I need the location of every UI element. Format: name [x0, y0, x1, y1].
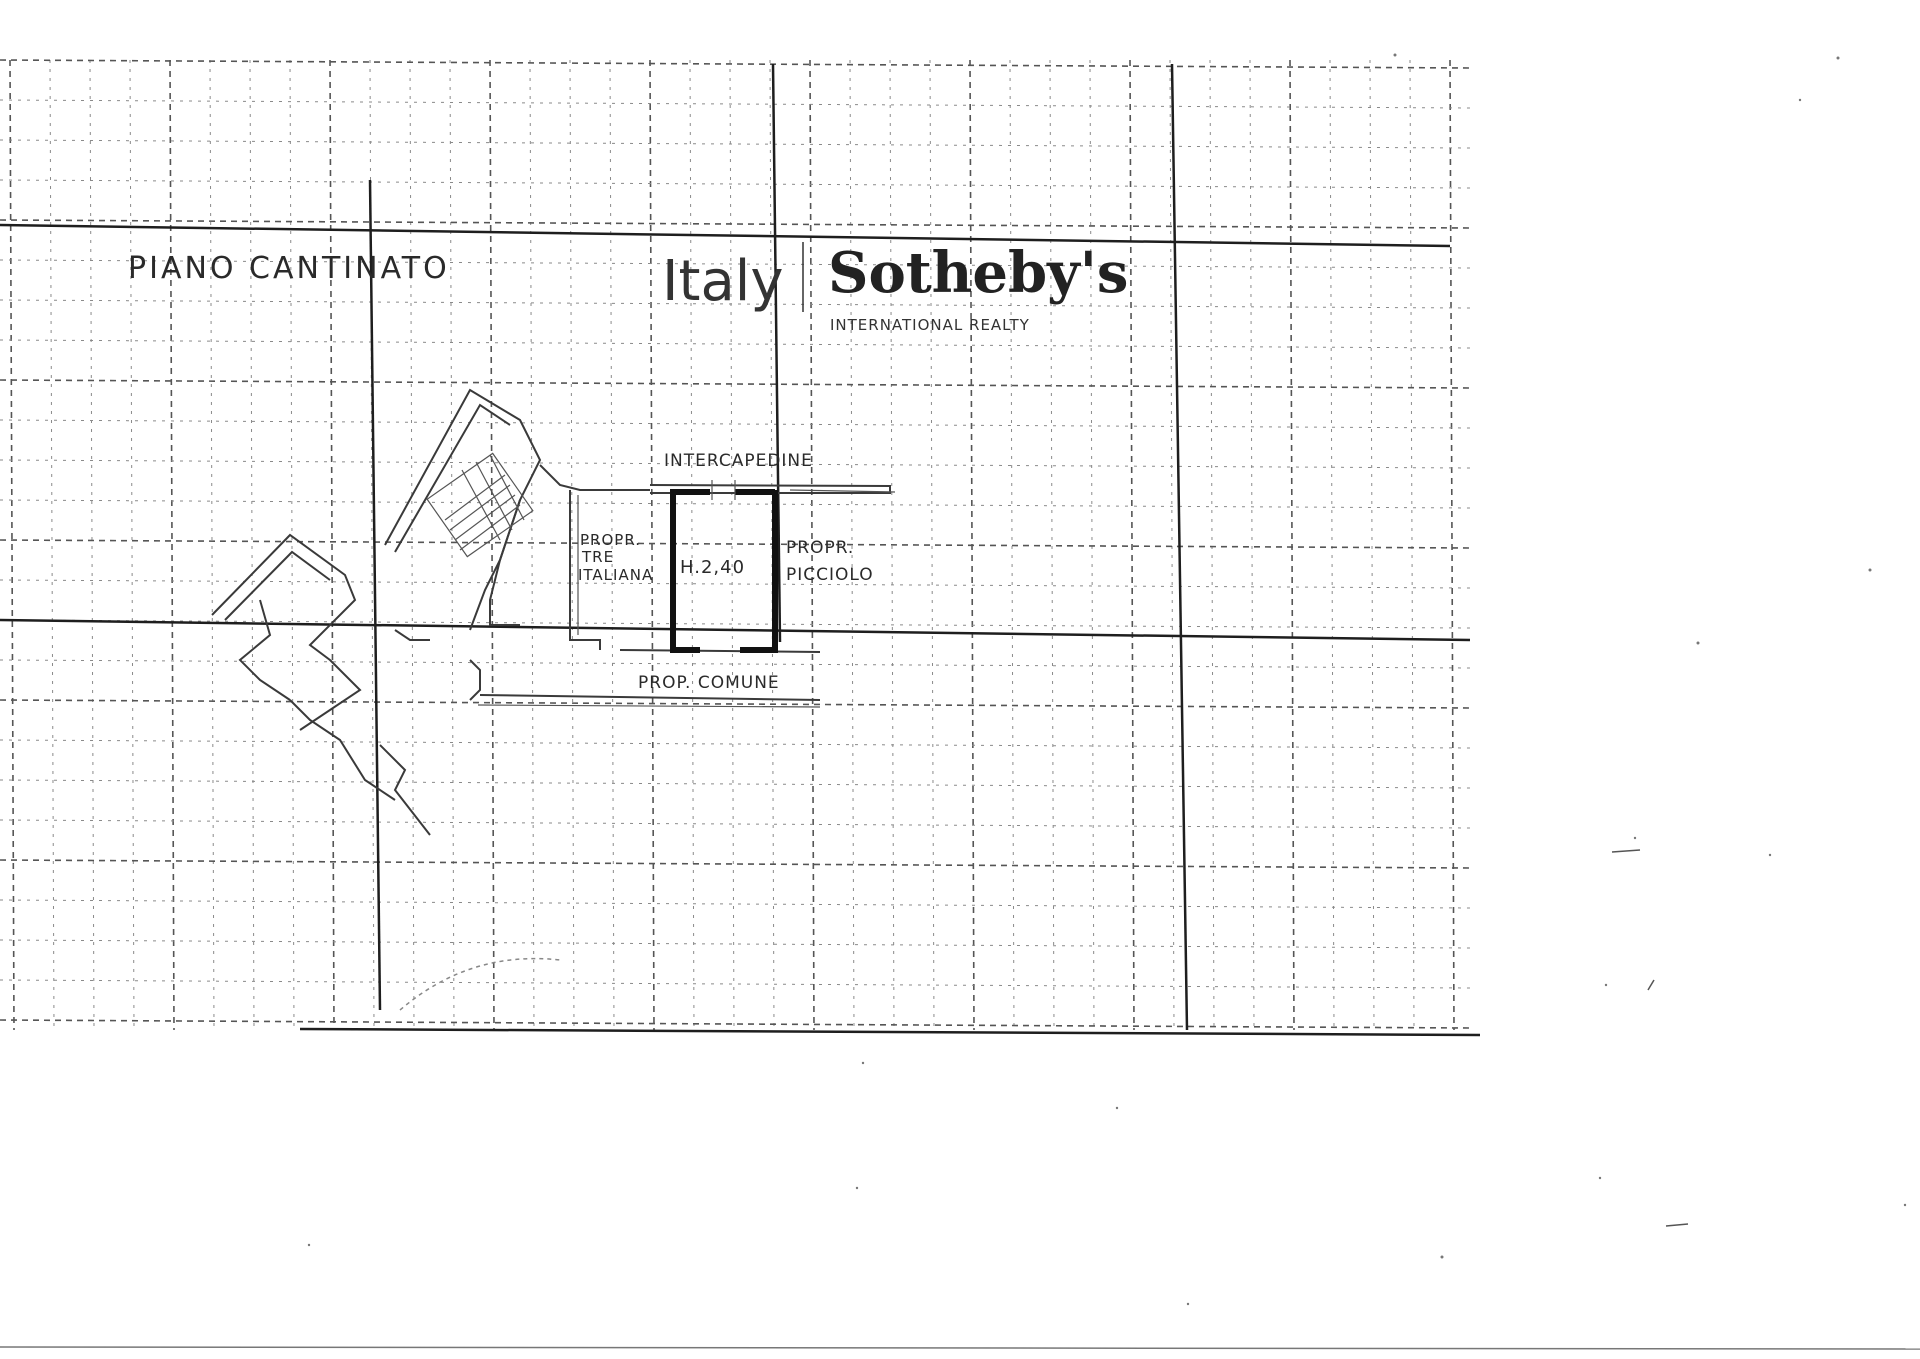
grid-line-horizontal: [0, 539, 1471, 549]
grid-line-horizontal: [0, 779, 1471, 789]
grid-line-vertical: [929, 59, 935, 1031]
label-intercapedine: INTERCAPEDINE: [664, 451, 813, 471]
label-propr-left-1: PROPR.: [580, 531, 641, 549]
grid-line-horizontal: [0, 139, 1471, 149]
grid-line-horizontal: [0, 219, 1471, 229]
sheet-title: PIANO CANTINATO: [128, 251, 450, 286]
grid-line-horizontal: [0, 739, 1471, 749]
grid-line-horizontal: [0, 819, 1471, 829]
grid-line-vertical: [649, 59, 655, 1031]
grid-line-vertical: [49, 59, 55, 1031]
grid-line-vertical: [329, 59, 335, 1031]
label-prop-comune: PROP. COMUNE: [638, 673, 780, 693]
grid-line-horizontal: [0, 899, 1471, 909]
grid-line-horizontal: [0, 979, 1471, 989]
grid-line-horizontal: [0, 259, 1471, 269]
grid-line-vertical: [1329, 59, 1335, 1031]
grid-line-vertical: [1449, 59, 1455, 1031]
grid-line-horizontal: [0, 379, 1471, 389]
faint-arc: [399, 957, 561, 1011]
label-propr-right-2: PICCIOLO: [786, 565, 874, 585]
grid-line-horizontal: [0, 619, 1471, 629]
label-propr-left-3: ITALIANA: [578, 566, 653, 584]
grid-line-vertical: [1249, 59, 1255, 1031]
grid-line-vertical: [1289, 59, 1295, 1031]
grid-line-vertical: [449, 59, 455, 1031]
grid-line-horizontal: [0, 499, 1471, 509]
grid-line-vertical: [9, 59, 15, 1031]
grid-paper: [0, 59, 1471, 1031]
building-outline: [211, 388, 896, 836]
grid-line-vertical: [1129, 59, 1135, 1031]
grid-line-horizontal: [0, 59, 1471, 69]
grid-line-horizontal: [0, 579, 1471, 589]
grid-line-horizontal: [0, 299, 1471, 309]
logo-tagline: INTERNATIONAL REALTY: [830, 316, 1030, 334]
grid-line-vertical: [249, 59, 255, 1031]
grid-line-horizontal: [0, 659, 1471, 669]
grid-line-horizontal: [0, 939, 1471, 949]
grid-line-vertical: [289, 59, 295, 1031]
grid-line-horizontal: [0, 459, 1471, 469]
grid-line-vertical: [809, 59, 815, 1031]
grid-line-vertical: [1409, 59, 1415, 1031]
grid-line-vertical: [169, 59, 175, 1031]
grid-line-horizontal: [0, 99, 1471, 109]
frame-lines: [0, 63, 1920, 1350]
grid-line-vertical: [489, 59, 495, 1031]
grid-line-horizontal: [0, 419, 1471, 429]
stair-treads: [444, 454, 525, 551]
grid-line-horizontal: [0, 859, 1471, 869]
scan-specks: [307, 53, 1907, 1306]
grid-line-horizontal: [0, 179, 1471, 189]
grid-line-vertical: [1089, 59, 1095, 1031]
grid-line-vertical: [1209, 59, 1215, 1031]
label-unit-height: H.2,40: [680, 557, 745, 578]
label-propr-left-2: TRE: [581, 548, 614, 566]
scan-marks: [1611, 849, 1689, 1227]
grid-line-horizontal: [0, 339, 1471, 349]
cellar-unit: [670, 480, 778, 653]
grid-line-horizontal: [0, 1019, 1471, 1029]
logo-sothebys-text: Sotheby's: [828, 240, 1128, 306]
brand-logo: Italy Sotheby's INTERNATIONAL REALTY: [662, 240, 1128, 334]
grid-line-vertical: [409, 59, 415, 1031]
grid-line-vertical: [689, 59, 695, 1031]
grid-line-vertical: [1369, 59, 1375, 1031]
logo-italy-text: Italy: [662, 249, 784, 314]
grid-line-vertical: [729, 59, 735, 1031]
grid-line-vertical: [89, 59, 95, 1031]
grid-line-vertical: [209, 59, 215, 1031]
label-propr-right-1: PROPR.: [786, 538, 854, 558]
grid-line-horizontal: [0, 699, 1471, 709]
grid-line-vertical: [529, 59, 535, 1031]
grid-line-vertical: [129, 59, 135, 1031]
